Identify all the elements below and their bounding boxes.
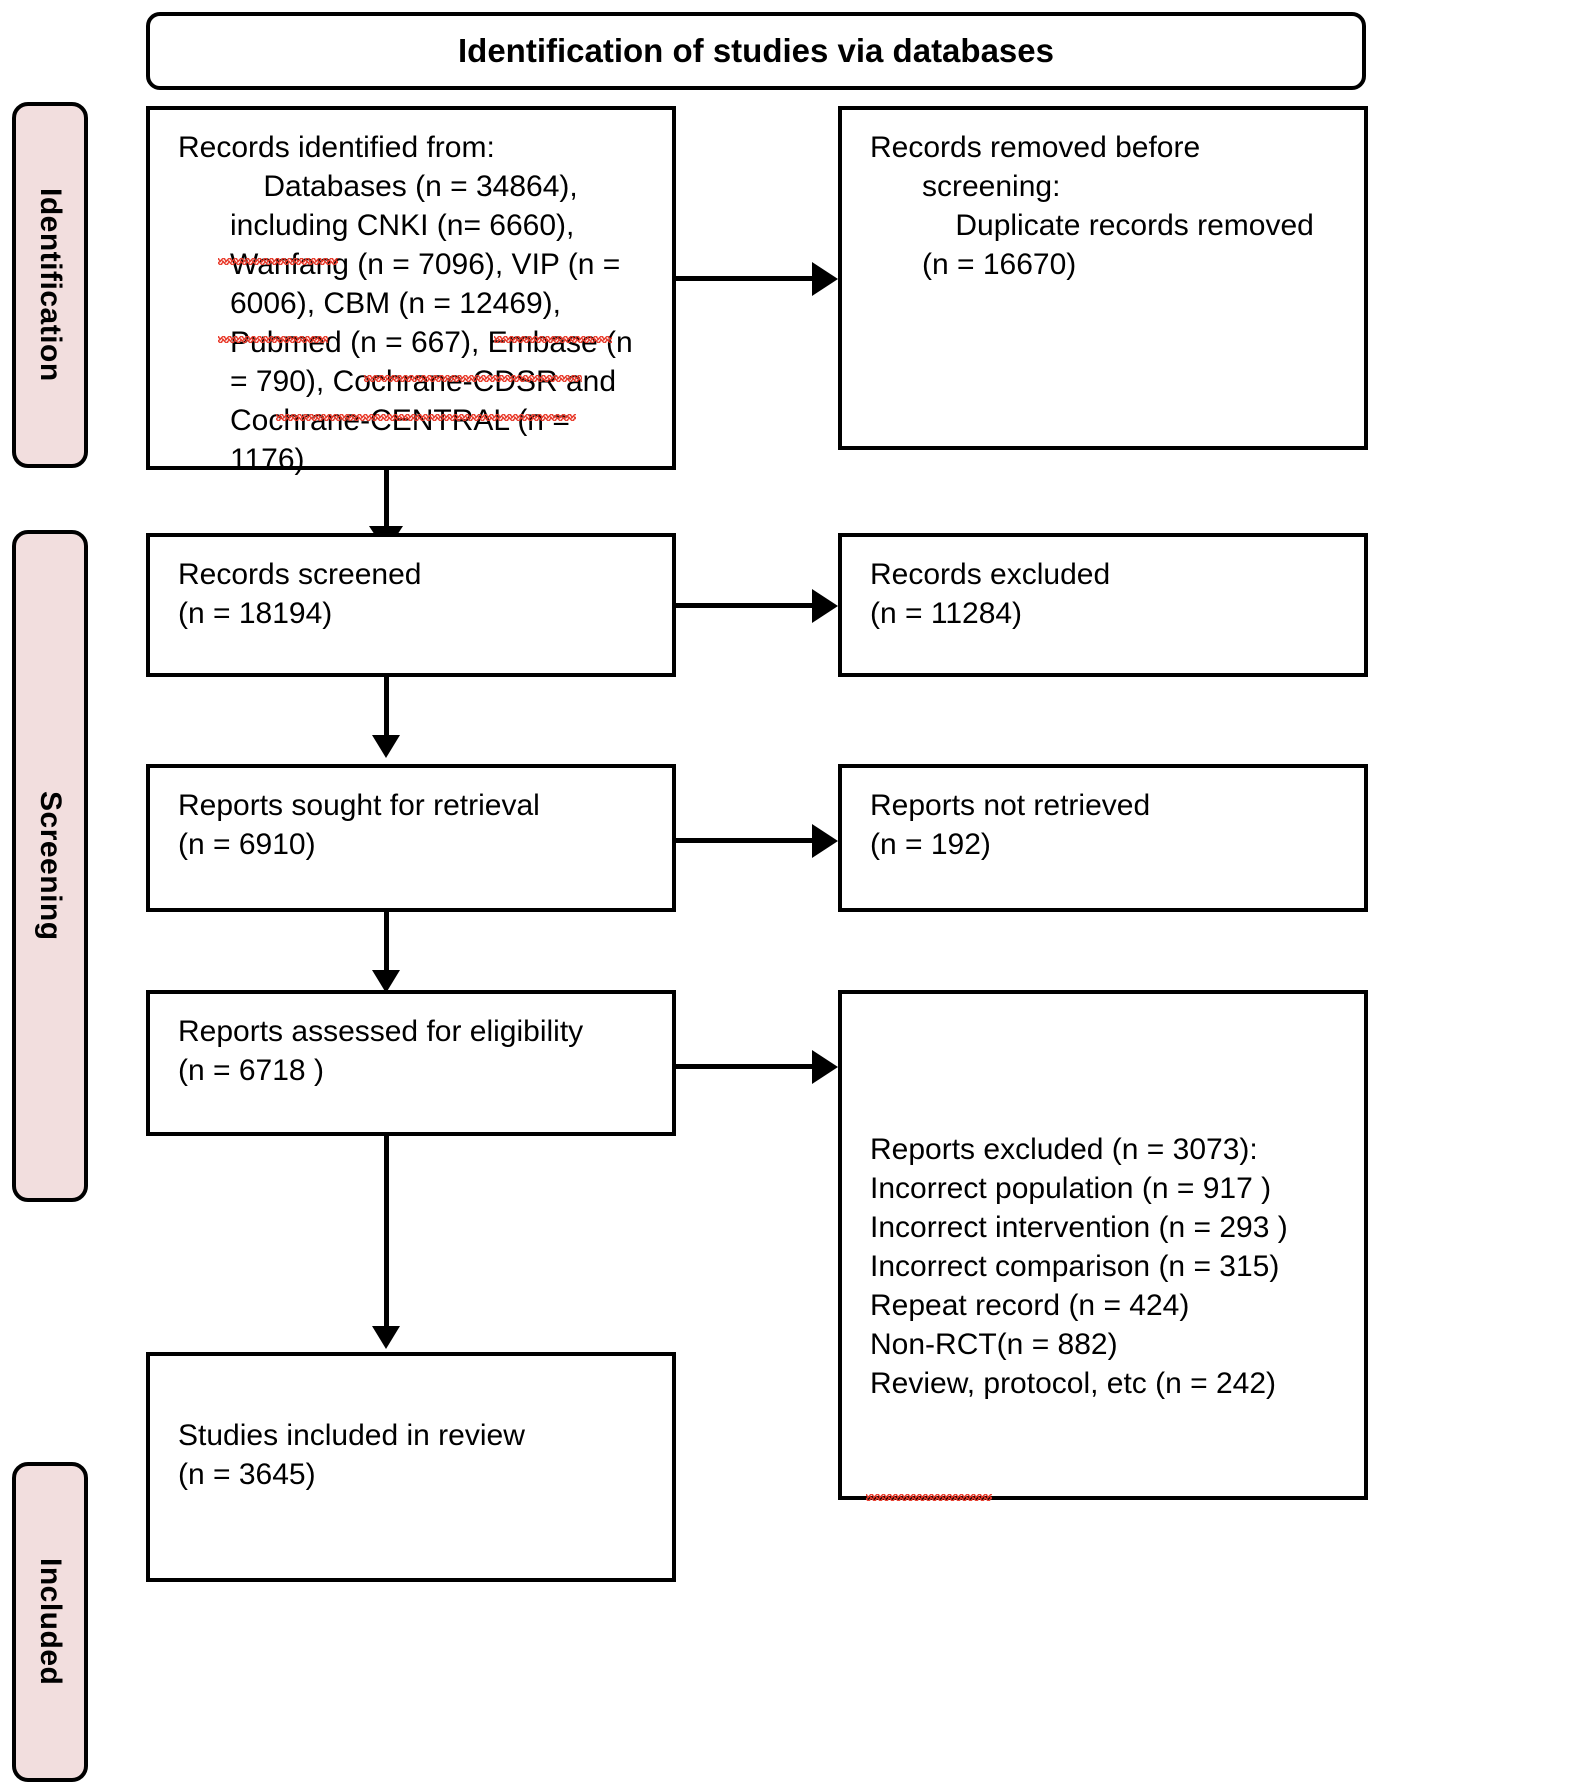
connector-assessed-to-included-arrowhead [372,1326,400,1349]
phase-label-included: Included [34,1558,67,1686]
connector-sought-to-not-retrieved-line [676,838,814,843]
box-studies-included-text: Studies included in review (n = 3645) [178,1419,525,1491]
connector-screened-to-sought-line [384,677,389,739]
box-studies-included: Studies included in review (n = 3645) [146,1352,676,1582]
phase-bar-screening: Screening [12,530,88,1202]
box-records-removed-text: Records removed before screening: Duplic… [870,131,1314,281]
connector-identified-to-removed-arrowhead [812,262,838,296]
box-records-identified: Records identified from: Databases (n = … [146,106,676,476]
box-records-screened-text: Records screened (n = 18194) [178,558,422,630]
box-reports-sought-text: Reports sought for retrieval (n = 6910) [178,789,540,861]
box-reports-assessed: Reports assessed for eligibility (n = 67… [146,990,676,1136]
box-records-excluded-text: Records excluded (n = 11284) [870,558,1111,630]
connector-screened-to-excluded-line [676,603,814,608]
phase-label-identification: Identification [34,188,67,382]
box-reports-excluded-text: Reports excluded (n = 3073): Incorrect p… [870,1133,1288,1400]
box-reports-not-retrieved: Reports not retrieved (n = 192) [838,764,1368,912]
diagram-title-text: Identification of studies via databases [458,32,1054,69]
connector-identified-to-removed-line [676,276,814,281]
connector-sought-to-assessed-arrowhead [372,970,400,993]
box-records-removed-before-screening: Records removed before screening: Duplic… [838,106,1368,450]
box-reports-not-retrieved-text: Reports not retrieved (n = 192) [870,789,1151,861]
connector-assessed-to-included-line [384,1136,389,1330]
box-reports-sought: Reports sought for retrieval (n = 6910) [146,764,676,912]
diagram-title-box: Identification of studies via databases [146,12,1366,90]
connector-screened-to-excluded-arrowhead [812,589,838,623]
phase-bar-identification: Identification [12,102,88,468]
connector-assessed-to-reports-excluded-arrowhead [812,1050,838,1084]
box-records-screened: Records screened (n = 18194) [146,533,676,677]
connector-screened-to-sought-arrowhead [372,735,400,758]
connector-sought-to-not-retrieved-arrowhead [812,824,838,858]
box-records-identified-text: Records identified from: Databases (n = … [178,131,633,476]
phase-bar-included: Included [12,1462,88,1782]
box-records-excluded: Records excluded (n = 11284) [838,533,1368,677]
phase-label-screening: Screening [34,791,67,941]
connector-sought-to-assessed-line [384,912,389,974]
box-reports-assessed-text: Reports assessed for eligibility (n = 67… [178,1015,584,1087]
box-reports-excluded: Reports excluded (n = 3073): Incorrect p… [838,990,1368,1500]
connector-assessed-to-reports-excluded-line [676,1064,814,1069]
connector-identified-to-screened-line [384,470,389,530]
